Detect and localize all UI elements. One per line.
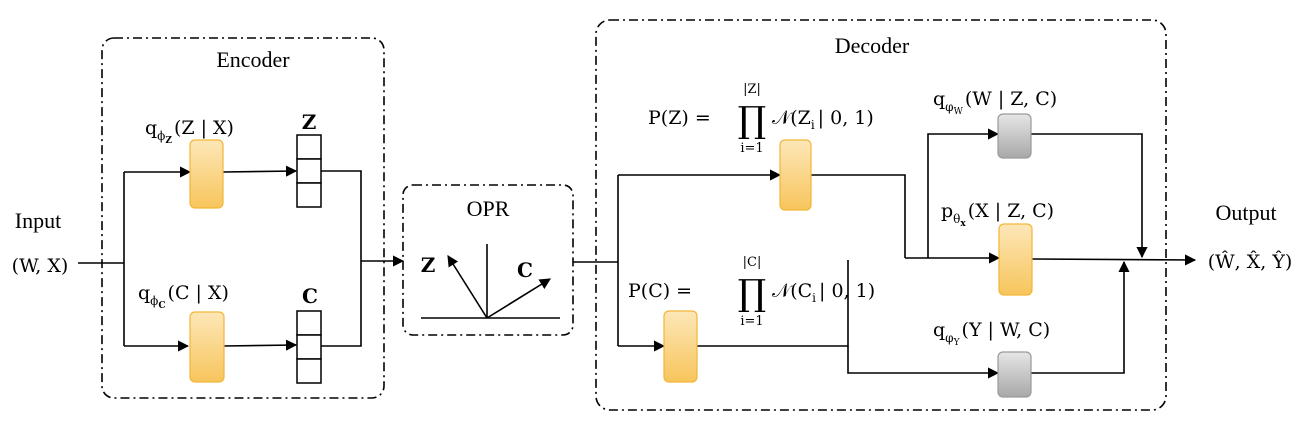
svg-text:i=1: i=1 (740, 141, 763, 156)
c-vector-label: C (302, 284, 318, 308)
prior-c-block (663, 310, 698, 383)
wire-to-qy (847, 346, 1000, 379)
prior-z-block (779, 139, 812, 211)
opr-c-label: C (517, 258, 533, 282)
label-p-theta-x: pθx(X | Z, C) (941, 200, 1054, 229)
svg-text:P(Z) =: P(Z) = (648, 107, 711, 129)
opr-group (402, 184, 574, 336)
svg-text:P(C) =: P(C) = (628, 280, 692, 302)
z-vector (296, 134, 322, 208)
input-vars: (W, X) (12, 255, 69, 277)
svg-text:∏: ∏ (738, 273, 767, 314)
wire-prior-z-out (811, 174, 906, 258)
z-vector-label: Z (302, 110, 317, 134)
label-q-phi-z: qϕZ(Z | X) (145, 117, 234, 146)
wire-prior-c-out (697, 260, 849, 347)
svg-text:qφY(Y | W, C): qφY(Y | W, C) (933, 319, 1050, 348)
label-q-varphi-y: qφY(Y | W, C) (933, 319, 1050, 348)
wire-vectors-merge (321, 170, 362, 347)
encoder-group (101, 37, 385, 399)
opr-c-axis (486, 278, 551, 319)
decoder-title: Decoder (835, 33, 910, 58)
opr-z-label: Z (421, 253, 436, 277)
wire-qw-out (1031, 133, 1148, 259)
encoder-c-block (189, 311, 225, 383)
label-q-varphi-w: qφW(W | Z, C) (933, 88, 1057, 117)
svg-text:pθx(X | Z, C): pθx(X | Z, C) (941, 200, 1054, 229)
output-vars: (Ŵ, X̂, Ŷ) (1208, 250, 1293, 273)
decoder-w-block (997, 113, 1032, 159)
label-q-phi-c: qϕC(C | X) (138, 282, 229, 311)
svg-text:𝒩(Zi| 0, 1): 𝒩(Zi| 0, 1) (772, 107, 874, 132)
decoder-y-block (997, 351, 1032, 398)
encoder-z-block (189, 139, 224, 209)
opr-title: OPR (467, 196, 510, 221)
svg-text:qφW(W | Z, C): qφW(W | Z, C) (933, 88, 1057, 117)
encoder-title: Encoder (216, 47, 290, 72)
svg-text:|Z|: |Z| (743, 82, 761, 97)
input-label: Input (15, 208, 61, 233)
svg-text:𝒩(Ci| 0, 1): 𝒩(Ci| 0, 1) (772, 280, 875, 305)
svg-text:i=1: i=1 (740, 314, 763, 329)
opr-z-axis (447, 255, 488, 319)
c-vector (296, 310, 322, 384)
output-label: Output (1215, 200, 1276, 225)
wire-qc-to-cvec (223, 339, 298, 351)
svg-text:qϕZ(Z | X): qϕZ(Z | X) (145, 117, 234, 146)
wire-px-to-output (1031, 254, 1197, 266)
prior-z-equation: P(Z) = |Z| ∏ i=1 𝒩(Zi| 0, 1) (648, 82, 874, 156)
prior-c-equation: P(C) = |C| ∏ i=1 𝒩(Ci| 0, 1) (628, 255, 875, 329)
wire-qz-to-zvec (222, 165, 298, 177)
decoder-group (595, 19, 1167, 411)
decoder-x-block (998, 223, 1033, 296)
svg-text:|C|: |C| (743, 255, 762, 270)
svg-text:qϕC(C | X): qϕC(C | X) (138, 282, 229, 311)
wire-qy-out (1031, 260, 1130, 374)
wire-to-qw (927, 128, 1000, 258)
svg-text:∏: ∏ (738, 100, 767, 141)
